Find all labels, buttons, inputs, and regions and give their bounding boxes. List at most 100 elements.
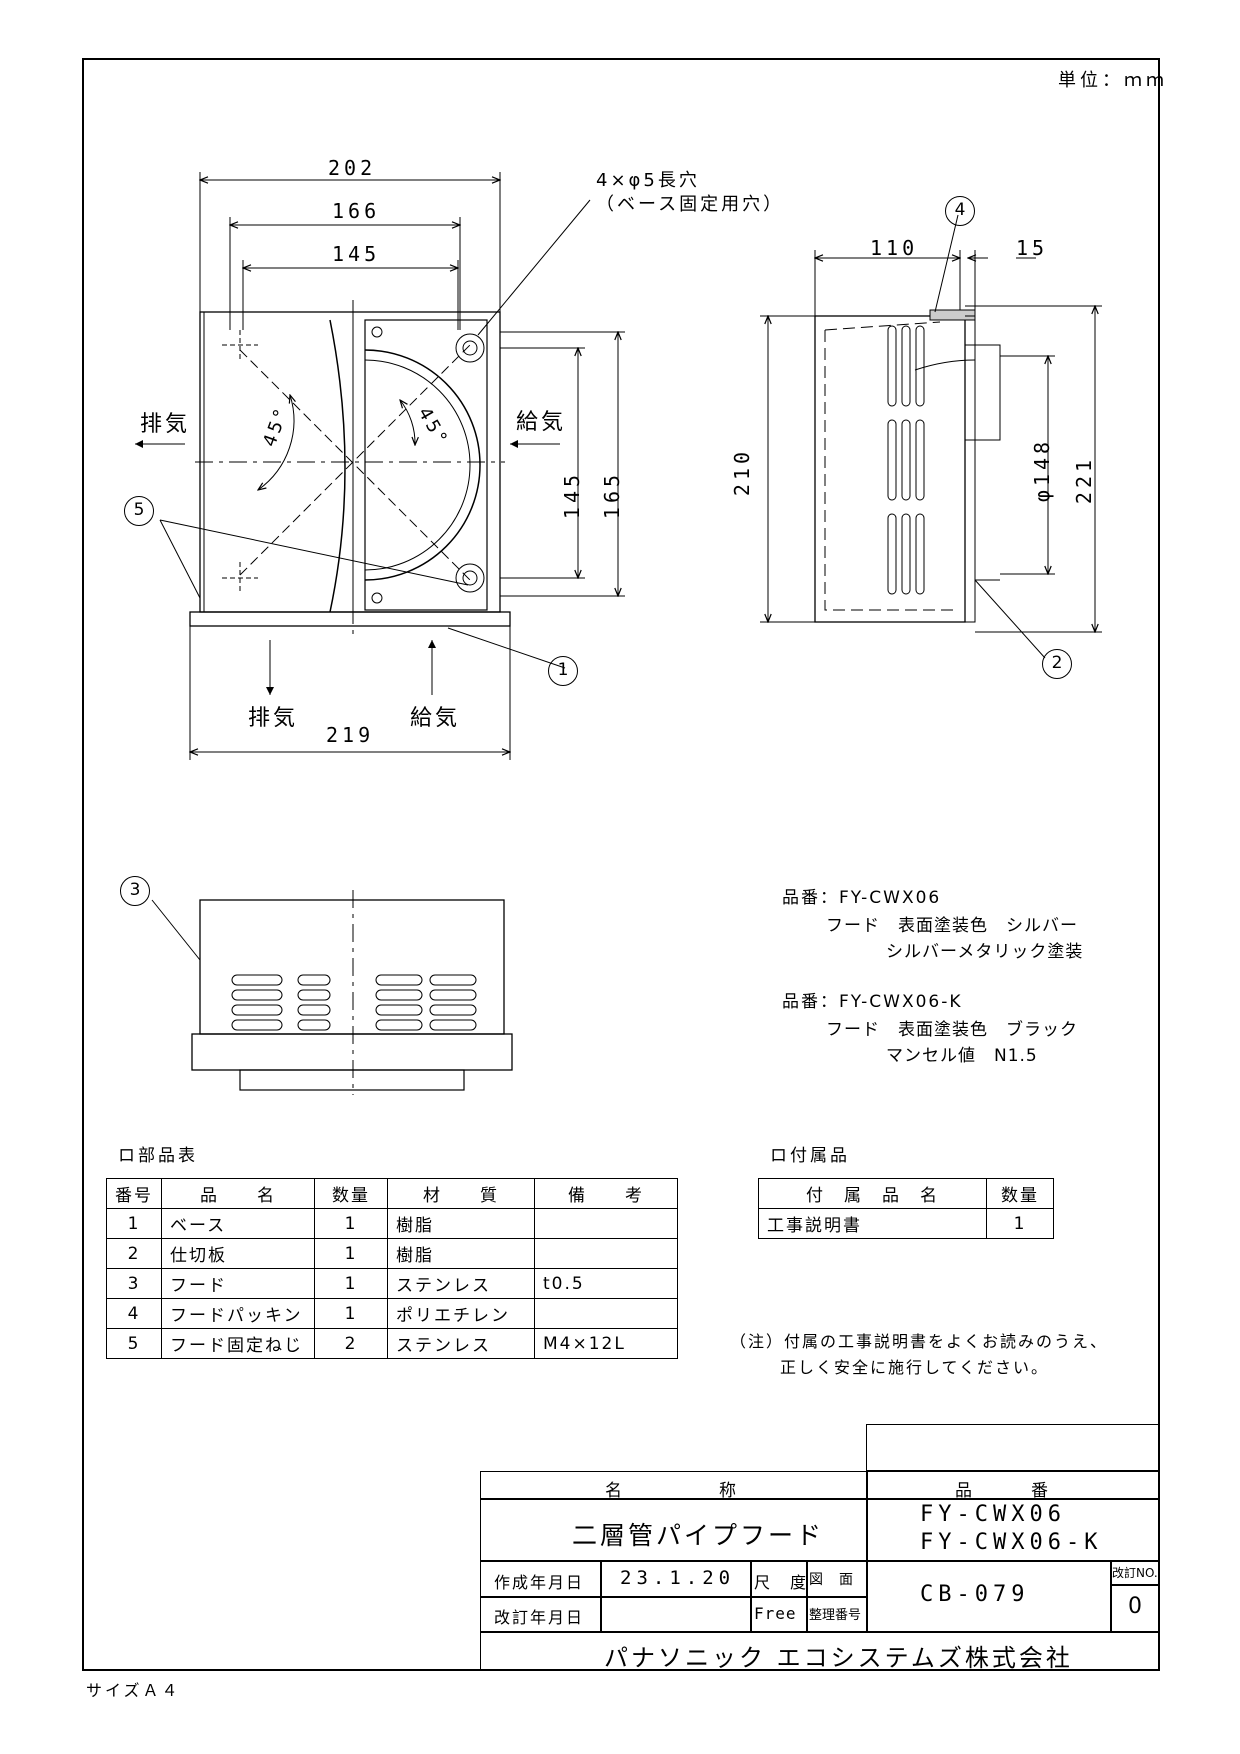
title-block-blank-cell [866,1424,1160,1471]
tb-hline-5 [1110,1584,1160,1586]
title-block [480,1471,1160,1671]
model2-munsell: マンセル値 N1.5 [886,1046,1038,1066]
cell-qty: 1 [314,1208,388,1239]
dim-145: 145 [332,242,381,266]
dim-110: 110 [870,236,919,260]
cell-remarks [534,1298,678,1329]
table-row: 3 フード 1 ステンレス t0.5 [106,1268,678,1299]
cell-remarks [534,1208,678,1239]
hole-note-line2: （ベース固定用穴） [596,194,785,215]
cell-qty: 2 [314,1328,388,1359]
tb-vline-2 [600,1560,602,1631]
model2-color: フード 表面塗装色 ブラック [826,1020,1078,1040]
tb-drawing-label-2: 整理番号 [809,1608,862,1623]
dim-166: 166 [332,199,381,223]
tb-vline-3 [750,1560,752,1631]
parts-table: 番号 品 名 数量 材 質 備 考 1 ベース 1 樹脂 2 仕切板 1 樹脂 … [106,1178,678,1359]
parts-table-header: 番号 品 名 数量 材 質 備 考 [106,1178,678,1209]
dim-145-vertical: 145 [560,470,585,520]
tb-name-header: 名 称 [605,1481,738,1501]
tb-vline-4 [806,1560,808,1631]
unit-label: 単位：ｍｍ [1058,70,1168,91]
cell-remarks: M4×12L [534,1328,678,1359]
exhaust-label-left: 排気 [140,412,191,437]
tb-rev-no: 0 [1128,1594,1144,1619]
cell-material: ステンレス [387,1268,535,1299]
cell-material: ポリエチレン [387,1298,535,1329]
header-qty: 数量 [314,1178,388,1209]
cell-qty: 1 [314,1268,388,1299]
hole-note-line1: 4×φ5長穴 [596,170,700,191]
cell-number: 1 [106,1208,162,1239]
sheet-size-label: サイズＡ４ [86,1681,181,1700]
tb-part-no-1: FY-CWX06 [920,1502,1066,1527]
tb-company: パナソニック エコシステムズ株式会社 [604,1644,1073,1672]
dim-15: 15 [1016,236,1049,260]
model1-finish: シルバーメタリック塗装 [886,942,1084,962]
dim-202: 202 [328,156,377,180]
header-number: 番号 [106,1178,162,1209]
table-row: 1 ベース 1 樹脂 [106,1208,678,1239]
cell-accessory-qty: 1 [986,1208,1054,1239]
cell-qty: 1 [314,1298,388,1329]
header-material: 材 質 [387,1178,535,1209]
model2-label: 品番：FY-CWX06-K [782,992,963,1012]
dim-210: 210 [730,447,755,497]
supply-label-bottom: 給気 [410,706,461,731]
parts-table-title: ロ部品表 [118,1146,198,1166]
note-line1: （注）付属の工事説明書をよくお読みのうえ、 [730,1332,1109,1351]
exhaust-label-bottom: 排気 [248,706,299,731]
header-remarks: 備 考 [534,1178,678,1209]
header-name: 品 名 [161,1178,315,1209]
tb-product-name: 二層管パイプフード [572,1521,825,1550]
tb-vline-5 [1110,1560,1112,1631]
cell-number: 3 [106,1268,162,1299]
tb-hline-1 [480,1498,1160,1500]
cell-name: フード固定ねじ [161,1328,315,1359]
front-view [135,172,625,760]
top-view [151,890,513,1095]
tb-revised-label: 改訂年月日 [494,1608,585,1627]
model1-label: 品番：FY-CWX06 [782,888,942,908]
tb-scale-label: 尺 度 [754,1573,809,1592]
tb-part-header: 品 番 [955,1481,1050,1501]
cell-qty: 1 [314,1238,388,1269]
tb-created-label: 作成年月日 [494,1573,585,1592]
tb-scale-value: Free [754,1604,797,1623]
cell-name: ベース [161,1208,315,1239]
dim-phi148: φ148 [1030,437,1055,503]
cell-number: 2 [106,1238,162,1269]
dim-219: 219 [326,723,375,747]
cell-remarks [534,1238,678,1269]
header-accessory-name: 付 属 品 名 [758,1178,987,1209]
cell-name: フードパッキン [161,1298,315,1329]
tb-drawing-label: 図 面 [809,1572,854,1588]
cell-name: フード [161,1268,315,1299]
header-accessory-qty: 数量 [986,1178,1054,1209]
callout-1: 1 [548,656,578,686]
cell-material: 樹脂 [387,1238,535,1269]
tb-hline-2 [480,1560,1160,1562]
cell-number: 4 [106,1298,162,1329]
table-row: 2 仕切板 1 樹脂 [106,1238,678,1269]
supply-label-right: 給気 [516,410,567,435]
tb-hline-4 [480,1631,1160,1633]
callout-3: 3 [120,876,150,906]
tb-created-date: 23.1.20 [620,1567,736,1589]
table-row: 4 フードパッキン 1 ポリエチレン [106,1298,678,1329]
accessory-table-header: 付 属 品 名 数量 [758,1178,1054,1209]
callout-2: 2 [1042,649,1072,679]
note-line2: 正しく安全に施行してください。 [780,1358,1050,1377]
cell-material: 樹脂 [387,1208,535,1239]
cell-remarks: t0.5 [534,1268,678,1299]
tb-rev-label: 改訂NO. [1112,1566,1158,1580]
tb-part-no-2: FY-CWX06-K [920,1530,1103,1555]
model1-color: フード 表面塗装色 シルバー [826,916,1078,936]
cell-material: ステンレス [387,1328,535,1359]
accessory-table: 付 属 品 名 数量 工事説明書 1 [758,1178,1054,1239]
side-view [760,214,1102,659]
callout-4: 4 [945,196,975,226]
cell-accessory-name: 工事説明書 [758,1208,987,1239]
dim-165-vertical: 165 [600,470,625,520]
